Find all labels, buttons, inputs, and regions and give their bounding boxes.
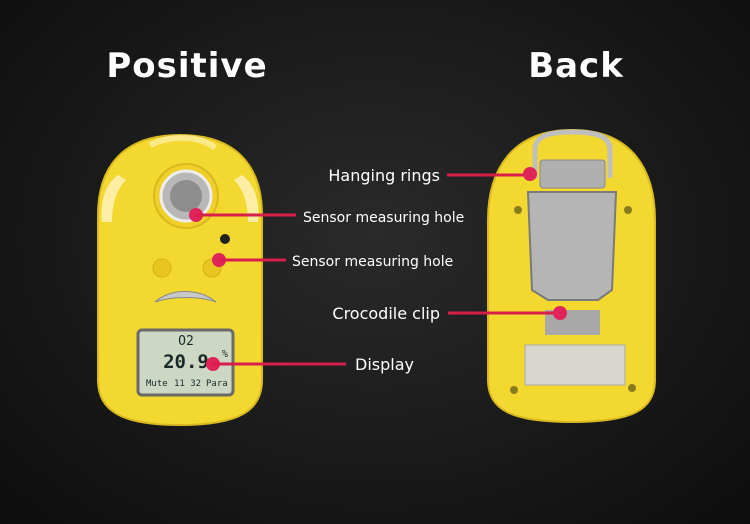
crocodile-clip	[526, 191, 618, 301]
callout-label: Crocodile clip	[332, 304, 440, 323]
callout-sensor-hole-1: Sensor measuring hole	[189, 208, 464, 226]
front-title: Positive	[106, 46, 267, 86]
callout-dot	[553, 306, 567, 320]
callout-sensor-hole-2: Sensor measuring hole	[212, 253, 453, 270]
lcd-reading: 20.9	[163, 351, 209, 373]
callout-dot	[523, 167, 537, 181]
lcd-para: Para	[206, 379, 228, 389]
callout-display: Display	[206, 355, 414, 374]
callout-label: Sensor measuring hole	[292, 254, 453, 270]
hanging-ring	[532, 129, 613, 178]
lcd-mute: Mute	[146, 379, 168, 389]
sensor-hole	[220, 234, 230, 244]
callout-hanging-rings: Hanging rings	[328, 166, 537, 185]
lcd-time: 11 32	[174, 379, 201, 389]
front-device: O2 20.9 Mute 11 32 Para	[97, 133, 263, 427]
callout-crocodile-clip: Crocodile clip	[332, 304, 567, 323]
label-plate	[524, 344, 626, 386]
callout-label: Sensor measuring hole	[303, 210, 464, 226]
callout-label: Hanging rings	[328, 166, 440, 185]
lcd-gas: O2	[178, 334, 194, 349]
back-title: Back	[528, 46, 624, 86]
back-device	[487, 128, 656, 424]
callout-label: Display	[355, 355, 414, 374]
lcd-unit: %	[222, 349, 228, 360]
